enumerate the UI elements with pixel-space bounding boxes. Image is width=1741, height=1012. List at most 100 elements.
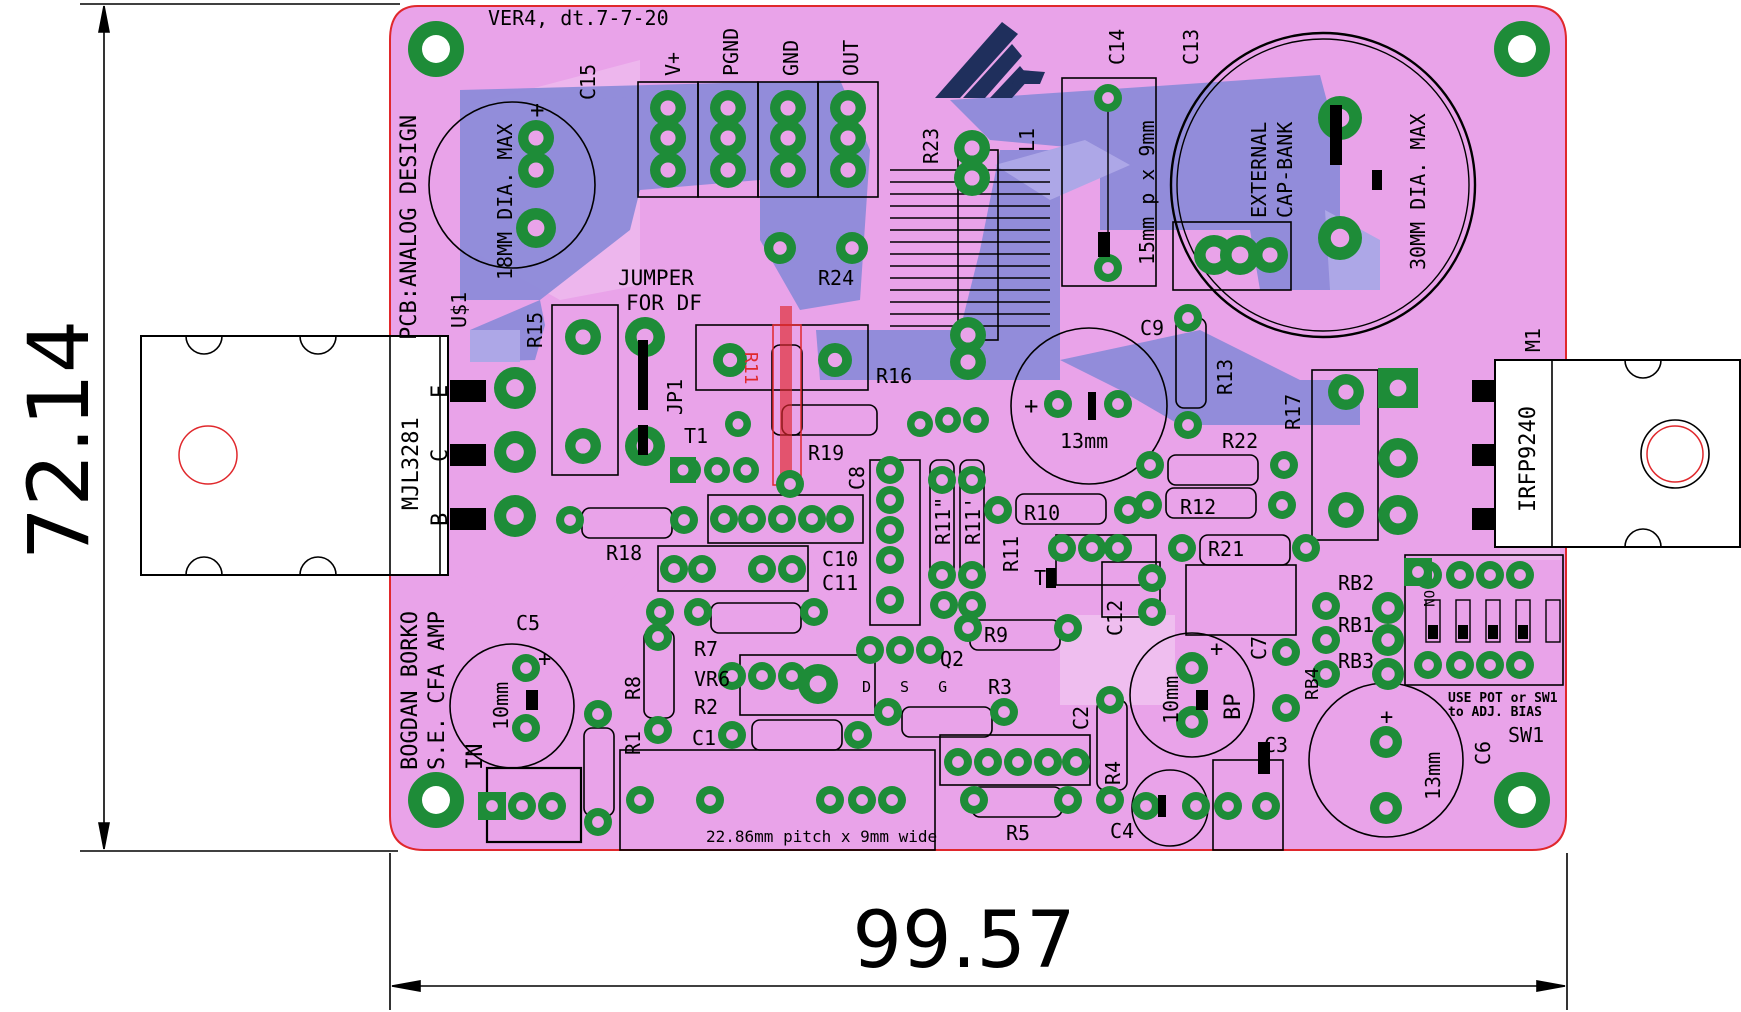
pad-drill: [1276, 499, 1288, 511]
pad-drill: [1205, 246, 1223, 264]
polarity-mark: [638, 340, 648, 410]
c15-ref: C15: [576, 64, 600, 100]
pad-drill: [592, 816, 604, 828]
c5-size: 10mm: [489, 682, 513, 730]
pad-drill: [756, 670, 768, 682]
pad-drill: [1389, 506, 1407, 524]
pad-drill: [527, 219, 545, 237]
pad-drill: [652, 631, 664, 643]
pad-drill: [1086, 542, 1098, 554]
pad-drill: [773, 241, 787, 255]
pad-drill: [914, 418, 926, 430]
polarity-mark: [1258, 742, 1270, 774]
c12-ref: C12: [1103, 600, 1127, 636]
pad-drill: [652, 724, 664, 736]
c6-size: 13mm: [1421, 752, 1445, 800]
mounting-holes: [408, 21, 1550, 828]
logo-mark: [935, 22, 1045, 98]
jumper-note-2: FOR DF: [626, 291, 702, 315]
bias-note-1: USE POT or SW1: [1448, 691, 1558, 706]
r11b-ref: R11': [961, 497, 985, 545]
pad-drill: [1484, 569, 1496, 581]
r22-ref: R22: [1222, 429, 1258, 453]
c3-size: 10mm: [1159, 676, 1183, 724]
pad-drill: [1278, 459, 1290, 471]
pad-drill: [1280, 702, 1292, 714]
pad-drill: [1379, 801, 1393, 815]
pad-drill: [722, 352, 738, 368]
pad-drill: [786, 563, 798, 575]
pad-drill: [886, 794, 898, 806]
rb1-ref: RB1: [1338, 613, 1374, 637]
jumper-note-1: JUMPER: [618, 266, 694, 290]
pad-drill: [520, 662, 532, 674]
pad-drill: [966, 474, 978, 486]
pad-drill: [1142, 499, 1154, 511]
c9-size: 13mm: [1060, 429, 1108, 453]
pad-drill: [486, 800, 498, 812]
pad-drill: [660, 100, 676, 116]
pad-drill: [962, 622, 974, 634]
pad-drill: [1338, 502, 1354, 518]
r23-ref: R23: [919, 128, 943, 164]
pad-drill: [780, 162, 796, 178]
r18-ref: R18: [606, 541, 642, 565]
pad-drill: [726, 729, 738, 741]
component-pads: [478, 84, 1534, 836]
pad-drill: [1146, 572, 1158, 584]
pad-drill: [720, 162, 736, 178]
u1-pin-c: C: [428, 449, 453, 462]
pad-drill: [1052, 398, 1064, 410]
external-note-1: EXTERNAL: [1247, 122, 1271, 218]
pad-drill: [1062, 622, 1074, 634]
pad-drill: [966, 599, 978, 611]
pad-drill: [840, 100, 856, 116]
c3-plus: +: [1210, 637, 1223, 662]
pad-drill: [806, 513, 818, 525]
pad-drill: [575, 438, 591, 454]
m1-part: IRFP9240: [1516, 406, 1541, 512]
pad-drill: [1062, 794, 1074, 806]
pad-drill: [720, 130, 736, 146]
pad-drill: [1260, 800, 1272, 812]
l1-ref: L1: [1015, 128, 1039, 152]
pad-drill: [506, 507, 524, 525]
pad-drill: [1104, 694, 1116, 706]
r8-ref: R8: [621, 676, 645, 700]
polarity-mark: [1372, 170, 1382, 190]
pad-drill: [506, 443, 524, 461]
input-label: IN: [463, 744, 488, 771]
jp1-ref: JP1: [663, 379, 687, 415]
pad-drill: [1146, 606, 1158, 618]
pad-drill: [960, 327, 976, 343]
pad-drill: [1182, 419, 1194, 431]
pad-drill: [968, 794, 980, 806]
u1-part: MJL3281: [399, 417, 424, 510]
pad-drill: [784, 478, 796, 490]
pad-drill: [1381, 601, 1395, 615]
pad-drill: [1389, 379, 1407, 397]
pad-drill: [786, 670, 798, 682]
u1-pin-b: B: [428, 513, 453, 526]
pad-drill: [1042, 756, 1054, 768]
pad-drill: [884, 594, 896, 606]
pad-drill: [668, 563, 680, 575]
c10-ref: C10: [822, 547, 858, 571]
pad-drill: [746, 513, 758, 525]
pad-drill: [677, 464, 689, 476]
pad-drill: [1379, 735, 1393, 749]
pad-drill: [1102, 92, 1114, 104]
c8-ref: C8: [845, 466, 869, 490]
pad-drill: [982, 756, 994, 768]
pad-drill: [1262, 247, 1278, 263]
c9-ref: C9: [1140, 316, 1164, 340]
pad-drill: [942, 414, 954, 426]
r24-ref: R24: [818, 266, 854, 290]
pad-drill: [1185, 715, 1199, 729]
r1-ref: R1: [621, 731, 645, 755]
c3-ref: C3: [1264, 733, 1288, 757]
c11-ref: C11: [822, 571, 858, 595]
pad-drill: [1176, 542, 1188, 554]
pad-drill: [952, 756, 964, 768]
